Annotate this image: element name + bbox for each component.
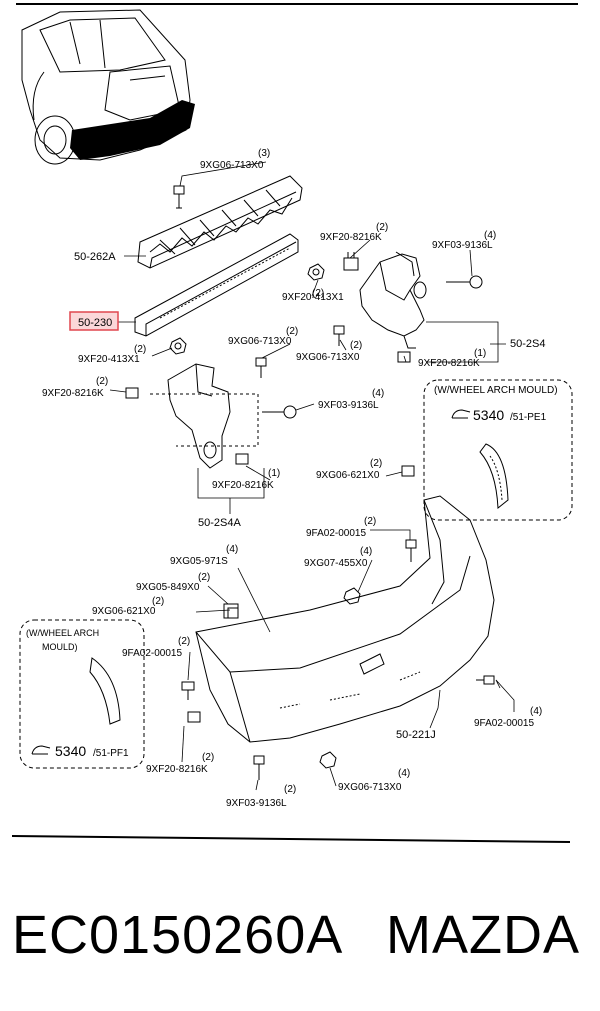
part-label-50-2s4[interactable]: 50-2S4 [510, 338, 545, 350]
part-label-9xg07-455x0[interactable]: 9XG07-455X0 [304, 558, 368, 569]
part-label-9xf03-9136l[interactable]: 9XF03-9136L [226, 798, 287, 809]
inset-left-title-line2: MOULD) [42, 642, 78, 652]
part-label-9xf20-8216k[interactable]: 9XF20-8216K [42, 388, 104, 399]
bolt-icon [262, 405, 297, 419]
inset-right-ref-number: 5340 [473, 407, 504, 423]
quantity-label: (2) [376, 222, 388, 233]
quantity-label: (4) [530, 706, 542, 717]
part-label-9xg05-971s[interactable]: 9XG05-971S [170, 556, 228, 567]
screw-icon [253, 755, 265, 780]
bracket-left [150, 363, 259, 469]
clip-icon [227, 607, 239, 619]
clip-icon [397, 351, 411, 363]
quantity-label: (2) [198, 572, 210, 583]
vehicle-bumper-highlight [70, 100, 195, 160]
footer-brand: MAZDA [386, 905, 580, 965]
screw-icon [476, 675, 495, 685]
clip-icon [125, 387, 139, 399]
quantity-label: (2) [312, 288, 324, 299]
hand-pointer-icon [31, 745, 51, 755]
clip-icon [187, 711, 201, 723]
part-label-9xg06-621x0[interactable]: 9XG06-621X0 [316, 470, 380, 481]
quantity-label: (4) [372, 388, 384, 399]
quantity-label: (2) [202, 752, 214, 763]
quantity-label: (2) [152, 596, 164, 607]
clip-icon [235, 453, 249, 465]
bumper-cover [195, 495, 495, 743]
quantity-label: (3) [258, 148, 270, 159]
inset-left-ref-number: 5340 [55, 743, 86, 759]
part-label-50-262a[interactable]: 50-262A [74, 251, 116, 263]
quantity-label: (2) [134, 344, 146, 355]
quantity-label: (2) [364, 516, 376, 527]
part-label-50-2s4a[interactable]: 50-2S4A [198, 517, 241, 529]
inset-left-title-line1: (W/WHEEL ARCH [26, 628, 99, 638]
quantity-label: (2) [370, 458, 382, 469]
clip-icon [343, 252, 359, 271]
clip-icon [401, 465, 415, 477]
nut-icon [319, 751, 337, 769]
inset-right-title: (W/WHEEL ARCH MOULD) [434, 385, 558, 396]
part-label-9xg05-849x0[interactable]: 9XG05-849X0 [136, 582, 200, 593]
part-label-9xf20-8216k[interactable]: 9XF20-8216K [418, 358, 480, 369]
inset-left-ref-suffix: /51-PF1 [93, 748, 129, 759]
part-label-9xg06-621x0[interactable]: 9XG06-621X0 [92, 606, 156, 617]
part-label-50-221j[interactable]: 50-221J [396, 729, 436, 741]
part-label-9xg06-713x0[interactable]: 9XG06-713X0 [338, 782, 402, 793]
bracket-right [359, 251, 427, 349]
vehicle-thumbnail [21, 9, 191, 165]
quantity-label: (4) [398, 768, 410, 779]
bracket-icon [223, 603, 239, 619]
part-label-9xf20-413x1[interactable]: 9XF20-413X1 [282, 292, 344, 303]
screw-icon [405, 539, 417, 562]
bolt-icon [446, 275, 483, 289]
hand-pointer-icon [451, 409, 471, 419]
part-label-50-230[interactable]: 50-230 [78, 317, 112, 329]
nut-icon [307, 263, 325, 281]
quantity-label: (2) [350, 340, 362, 351]
screw-icon [181, 681, 195, 700]
part-label-9xg06-713x0[interactable]: 9XG06-713X0 [200, 160, 264, 171]
part-label-9xg06-713x0[interactable]: 9XG06-713X0 [228, 336, 292, 347]
quantity-label: (4) [226, 544, 238, 555]
part-label-9fa02-00015[interactable]: 9FA02-00015 [122, 648, 182, 659]
part-label-9xf03-9136l[interactable]: 9XF03-9136L [318, 400, 379, 411]
part-label-9xg06-713x0[interactable]: 9XG06-713X0 [296, 352, 360, 363]
nut-icon [169, 337, 187, 355]
part-label-9fa02-00015[interactable]: 9FA02-00015 [306, 528, 366, 539]
quantity-label: (2) [178, 636, 190, 647]
part-label-9xf20-8216k[interactable]: 9XF20-8216K [212, 480, 274, 491]
footer: EC0150260A MAZDA [0, 895, 600, 975]
nut-icon [343, 587, 361, 605]
part-label-9xf20-8216k[interactable]: 9XF20-8216K [320, 232, 382, 243]
quantity-label: (2) [96, 376, 108, 387]
footer-part-number: EC0150260A [12, 905, 344, 965]
quantity-label: (4) [484, 230, 496, 241]
bumper-absorber [137, 175, 303, 269]
inset-right-ref-suffix: /51-PE1 [510, 412, 547, 423]
screw-icon [333, 325, 345, 346]
quantity-label: (2) [284, 784, 296, 795]
part-label-9fa02-00015[interactable]: 9FA02-00015 [474, 718, 534, 729]
leader-lines [109, 161, 515, 791]
quantity-label: (1) [474, 348, 486, 359]
screw-icon [255, 357, 267, 378]
part-label-9xf20-8216k[interactable]: 9XF20-8216K [146, 764, 208, 775]
screw-icon [173, 185, 185, 209]
highlight-box [69, 311, 119, 331]
inset-right-wheel-arch: (W/WHEEL ARCH MOULD) 5340 /51-PE1 [423, 379, 573, 521]
quantity-label: (2) [286, 326, 298, 337]
quantity-label: (4) [360, 546, 372, 557]
bottom-rule [11, 835, 571, 843]
part-label-9xf20-413x1[interactable]: 9XF20-413X1 [78, 354, 140, 365]
quantity-label: (1) [268, 468, 280, 479]
part-label-9xf03-9136l[interactable]: 9XF03-9136L [432, 240, 493, 251]
bumper-reinforcement [134, 233, 299, 337]
inset-left-wheel-arch: (W/WHEEL ARCH MOULD) 5340 /51-PF1 [19, 619, 145, 769]
